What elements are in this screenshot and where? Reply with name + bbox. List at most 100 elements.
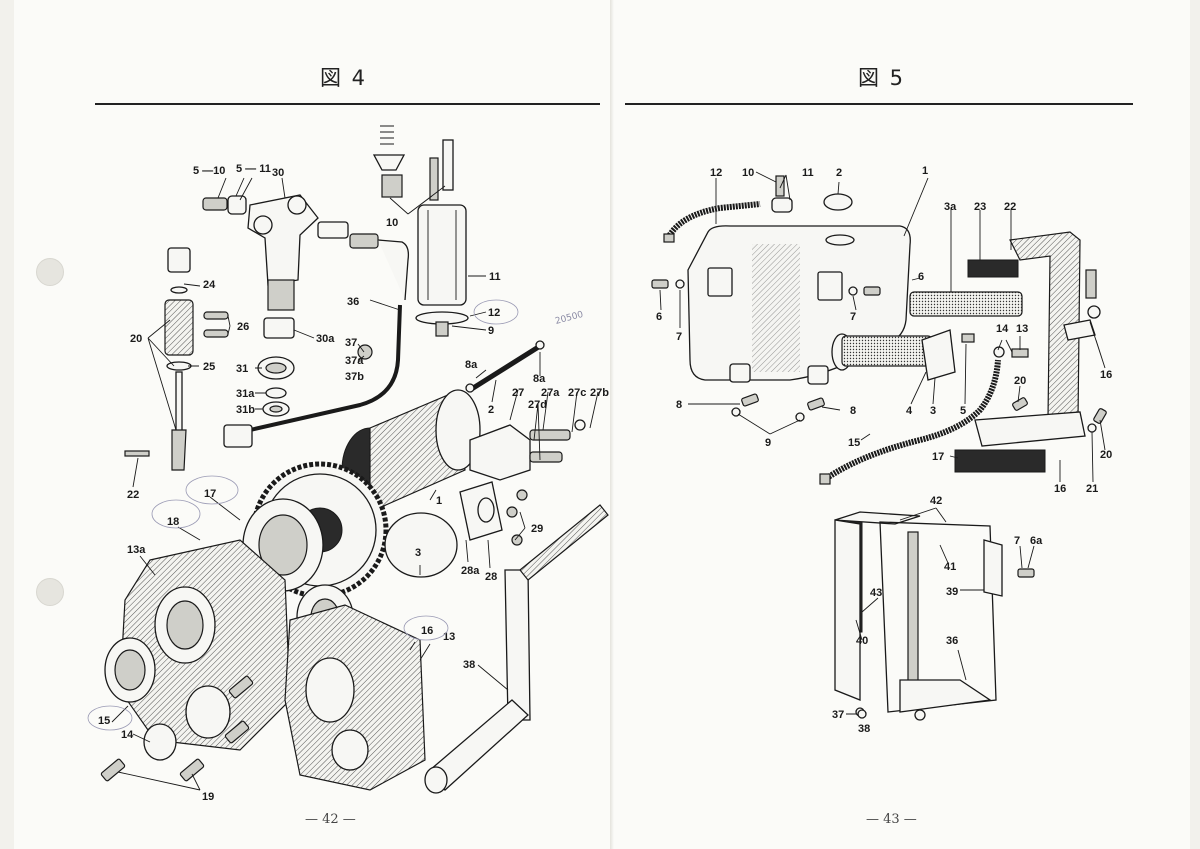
label-14: 14 (121, 729, 134, 741)
label-r9: 9 (765, 437, 771, 449)
label-26: 26 (237, 321, 249, 333)
banjo-5-11 (227, 195, 247, 215)
label-r21: 21 (1086, 483, 1098, 495)
oil-pump-27 (469, 419, 586, 481)
housing-13a (104, 539, 291, 761)
label-r14: 14 (996, 323, 1009, 335)
label-r1: 1 (922, 165, 928, 177)
pencil-note: 20500 (554, 310, 585, 327)
label-17: 17 (204, 488, 216, 500)
label-r6-tank: 6 (918, 271, 924, 283)
washer-31a (265, 387, 287, 399)
battery-box-36 (834, 511, 1003, 721)
rubber-pad-3a (909, 291, 1023, 317)
label-24: 24 (203, 279, 216, 291)
label-r16-top: 16 (1100, 369, 1112, 381)
label-10: 10 (386, 217, 398, 229)
label-13a: 13a (127, 544, 146, 556)
label-12: 12 (488, 307, 500, 319)
figure-5-labels: 12 10 11 2 1 3a 23 22 6 6 7 7 14 13 16 2… (656, 165, 1112, 735)
figure-4-title: 図 4 (320, 66, 368, 90)
pump-body-20 (164, 247, 194, 471)
label-8a-1: 8a (465, 359, 478, 371)
label-15: 15 (98, 715, 110, 727)
binder-hole-top (36, 258, 64, 286)
label-r20-top: 20 (1014, 375, 1026, 387)
bolt-5 (961, 333, 975, 343)
label-3: 3 (415, 547, 421, 559)
label-r5: 5 (960, 405, 966, 417)
label-r23: 23 (974, 201, 986, 213)
label-27b: 27b (590, 387, 609, 399)
label-5-11: 5 — 11 (236, 163, 271, 175)
label-r38: 38 (858, 723, 870, 735)
label-r42: 42 (930, 495, 942, 507)
figure-5-rule (625, 103, 1133, 105)
label-r12: 12 (710, 167, 722, 179)
pad-23 (967, 259, 1019, 278)
page-number-left: — 42 — (305, 812, 356, 827)
label-r41: 41 (944, 561, 956, 573)
pad-17 (954, 449, 1046, 473)
label-38: 38 (463, 659, 475, 671)
label-r15: 15 (848, 437, 860, 449)
spring-26b (203, 329, 229, 338)
kick-lever-38 (424, 504, 609, 794)
label-27c: 27c (568, 387, 586, 399)
label-22: 22 (127, 489, 139, 501)
bolt-6a (1017, 568, 1035, 578)
label-28: 28 (485, 571, 497, 583)
figure-4-rule (95, 103, 600, 105)
label-r16-bottom: 16 (1054, 483, 1066, 495)
page-number-right: — 43 — (866, 812, 917, 827)
label-9: 9 (488, 325, 494, 337)
label-r37: 37 (832, 709, 844, 721)
label-r3: 3 (930, 405, 936, 417)
label-r36: 36 (946, 635, 958, 647)
shaft-2 (468, 343, 542, 393)
cover-13 (284, 604, 426, 791)
label-25: 25 (203, 361, 215, 373)
binder-hole-bottom (36, 578, 64, 606)
label-13: 13 (443, 631, 455, 643)
banjo-11 (771, 197, 793, 213)
figure-4-diagram: 5 —10 5 — 11 30 10 11 24 20 26 25 36 12 … (87, 125, 609, 803)
label-r17: 17 (932, 451, 944, 463)
label-r43: 43 (870, 587, 882, 599)
bolt-6-left (651, 279, 669, 289)
label-5-10: 5 —10 (193, 165, 225, 177)
label-28a: 28a (461, 565, 480, 577)
screw-5-10 (202, 197, 228, 211)
label-8a-2: 8a (533, 373, 546, 385)
figure-5-diagram: 12 10 11 2 1 3a 23 22 6 6 7 7 14 13 16 2… (651, 165, 1112, 735)
label-r7-mid: 7 (850, 311, 856, 323)
label-18: 18 (167, 516, 179, 528)
figure-5-title: 図 5 (858, 66, 906, 90)
label-1: 1 (436, 495, 442, 507)
label-30: 30 (272, 167, 284, 179)
label-11: 11 (489, 271, 501, 283)
label-36: 36 (347, 296, 359, 308)
label-r2: 2 (836, 167, 842, 179)
label-r7-box: 7 (1014, 535, 1020, 547)
label-27d: 27d (528, 399, 547, 411)
label-37b: 37b (345, 371, 364, 383)
label-19: 19 (202, 791, 214, 803)
spring-26a (203, 311, 229, 320)
bolt-13 (1011, 348, 1029, 358)
label-r13: 13 (1016, 323, 1028, 335)
label-r10: 10 (742, 167, 754, 179)
pipe-nut (223, 424, 253, 448)
label-r20-bottom: 20 (1100, 449, 1112, 461)
valve-body-30 (247, 194, 319, 339)
nut-37 (857, 709, 867, 719)
label-37a: 37a (345, 355, 364, 367)
label-37: 37 (345, 337, 357, 349)
fuel-line (377, 239, 410, 301)
figure-4-leaders (111, 177, 599, 791)
label-r6a: 6a (1030, 535, 1043, 547)
pad-4 (831, 329, 956, 381)
label-r8-left: 8 (676, 399, 682, 411)
label-31: 31 (236, 363, 248, 375)
